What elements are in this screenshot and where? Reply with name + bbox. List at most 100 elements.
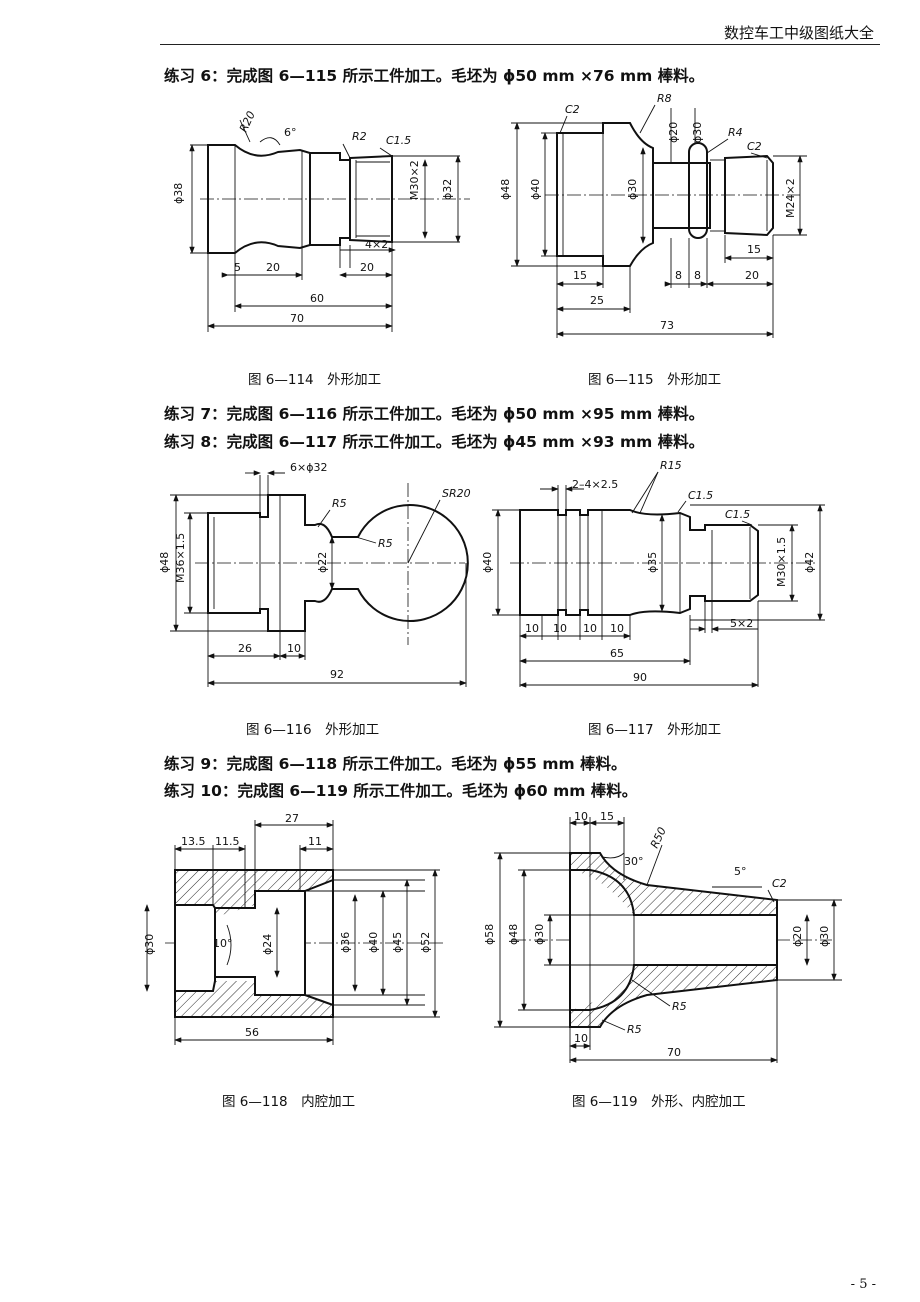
dim-m24: M24×2 bbox=[784, 178, 797, 218]
dim-15a: 15 bbox=[573, 269, 587, 282]
figure-6-117: ϕ40 ϕ35 M30×1.5 ϕ42 2–4×2.5 R15 C1.5 C1.… bbox=[480, 455, 830, 700]
dim-70: 70 bbox=[290, 312, 304, 325]
label-c2b: C2 bbox=[747, 140, 762, 153]
dim-20: 20 bbox=[745, 269, 759, 282]
label-r8: R8 bbox=[657, 92, 672, 105]
dim-d42: ϕ42 bbox=[803, 552, 816, 573]
caption-6-114: 图 6—114 外形加工 bbox=[248, 372, 382, 388]
dim-56: 56 bbox=[245, 1026, 259, 1039]
dim-m36: M36×1.5 bbox=[174, 533, 187, 583]
exercise-10: 练习 10：完成图 6—119 所示工件加工。毛坯为 ϕ60 mm 棒料。 bbox=[164, 782, 638, 800]
dim-d30a: ϕ30 bbox=[533, 924, 546, 945]
dim-d45: ϕ45 bbox=[391, 932, 404, 953]
label-c2: C2 bbox=[772, 877, 787, 890]
dim-20a: 20 bbox=[266, 261, 280, 274]
dim-13-5: 13.5 bbox=[181, 835, 206, 848]
header-rule bbox=[160, 44, 880, 45]
dim-d52: ϕ52 bbox=[419, 932, 432, 953]
label-c2a: C2 bbox=[565, 103, 580, 116]
dim-m30: M30×2 bbox=[408, 160, 421, 200]
label-groove: 2–4×2.5 bbox=[572, 478, 618, 491]
dim-27: 27 bbox=[285, 812, 299, 825]
label-r5a: R5 bbox=[672, 1000, 687, 1013]
dim-70: 70 bbox=[667, 1046, 681, 1059]
dim-10c: 10 bbox=[583, 622, 597, 635]
dim-d48: ϕ48 bbox=[158, 552, 171, 573]
dim-d20: ϕ20 bbox=[791, 926, 804, 947]
header-title: 数控车工中级图纸大全 bbox=[723, 24, 874, 42]
exercise-9: 练习 9：完成图 6—118 所示工件加工。毛坯为 ϕ55 mm 棒料。 bbox=[164, 755, 627, 773]
label-r4: R4 bbox=[728, 126, 743, 139]
dim-d22: ϕ22 bbox=[316, 552, 329, 573]
label-r20: R20 bbox=[237, 109, 258, 134]
dim-90: 90 bbox=[633, 671, 647, 684]
exercise-6: 练习 6：完成图 6—115 所示工件加工。毛坯为 ϕ50 mm ×76 mm … bbox=[164, 67, 705, 85]
figure-6-115: ϕ48 ϕ40 ϕ30 C2 R8 ϕ20 ϕ30 R4 C2 M24×2 15… bbox=[495, 88, 815, 348]
dim-8b: 8 bbox=[694, 269, 701, 282]
dim-10b: 10 bbox=[574, 1032, 588, 1045]
dim-11-5: 11.5 bbox=[215, 835, 240, 848]
figure-6-119: 10 15 R50 30° 5° C2 ϕ58 ϕ48 ϕ30 R5 R5 ϕ2… bbox=[482, 805, 847, 1075]
dim-15b: 15 bbox=[747, 243, 761, 256]
dim-60: 60 bbox=[310, 292, 324, 305]
label-r5b: R5 bbox=[627, 1023, 642, 1036]
dim-groove2: 5×2 bbox=[730, 617, 753, 630]
dim-8a: 8 bbox=[675, 269, 682, 282]
label-r50: R50 bbox=[648, 825, 669, 850]
caption-6-119: 图 6—119 外形、内腔加工 bbox=[572, 1094, 746, 1110]
dim-d24: ϕ24 bbox=[261, 934, 274, 955]
dim-10a: 10 bbox=[574, 810, 588, 823]
dim-10b: 10 bbox=[553, 622, 567, 635]
label-sr20: SR20 bbox=[442, 487, 471, 500]
dim-d40: ϕ40 bbox=[481, 552, 494, 573]
dim-25: 25 bbox=[590, 294, 604, 307]
exercise-8: 练习 8：完成图 6—117 所示工件加工。毛坯为 ϕ45 mm ×93 mm … bbox=[164, 433, 705, 451]
dim-73: 73 bbox=[660, 319, 674, 332]
dim-groove: 4×2 bbox=[365, 238, 388, 251]
dim-d20: ϕ20 bbox=[667, 122, 680, 143]
exercise-7: 练习 7：完成图 6—116 所示工件加工。毛坯为 ϕ50 mm ×95 mm … bbox=[164, 405, 705, 423]
dim-d48: ϕ48 bbox=[507, 924, 520, 945]
dim-20b: 20 bbox=[360, 261, 374, 274]
dim-15: 15 bbox=[600, 810, 614, 823]
dim-d40: ϕ40 bbox=[529, 179, 542, 200]
dim-m30: M30×1.5 bbox=[775, 537, 788, 587]
figure-6-116: ϕ48 M36×1.5 ϕ22 6×ϕ32 R5 SR20 R5 26 10 9… bbox=[150, 455, 480, 695]
dim-d48: ϕ48 bbox=[499, 179, 512, 200]
dim-d58: ϕ58 bbox=[483, 924, 496, 945]
label-6deg: 6° bbox=[284, 126, 297, 139]
label-c15a: C1.5 bbox=[688, 489, 713, 502]
dim-d32: ϕ32 bbox=[441, 179, 454, 200]
caption-6-117: 图 6—117 外形加工 bbox=[588, 722, 722, 738]
dim-d36: ϕ36 bbox=[339, 932, 352, 953]
dim-d35: ϕ35 bbox=[646, 552, 659, 573]
label-5deg: 5° bbox=[734, 865, 747, 878]
dim-26: 26 bbox=[238, 642, 252, 655]
dim-65: 65 bbox=[610, 647, 624, 660]
caption-6-118: 图 6—118 内腔加工 bbox=[222, 1094, 356, 1110]
dim-d30: ϕ30 bbox=[143, 934, 156, 955]
label-r5b: R5 bbox=[378, 537, 393, 550]
dim-d30a: ϕ30 bbox=[691, 122, 704, 143]
dim-10: 10 bbox=[287, 642, 301, 655]
dim-d30b: ϕ30 bbox=[626, 179, 639, 200]
figure-6-118: 13.5 11.5 27 11 ϕ30 10° ϕ24 ϕ36 ϕ40 ϕ45 … bbox=[135, 805, 455, 1055]
dim-11: 11 bbox=[308, 835, 322, 848]
label-r15: R15 bbox=[660, 459, 682, 472]
caption-6-115: 图 6—115 外形加工 bbox=[588, 372, 722, 388]
dim-d38: ϕ38 bbox=[172, 183, 185, 204]
label-c15b: C1.5 bbox=[725, 508, 750, 521]
figure-6-114: ϕ38 M30×2 ϕ32 R20 6° R2 C1.5 4×2 5 20 20… bbox=[160, 100, 480, 340]
dim-d40: ϕ40 bbox=[367, 932, 380, 953]
dim-d30b: ϕ30 bbox=[818, 926, 831, 947]
label-30deg: 30° bbox=[624, 855, 644, 868]
caption-6-116: 图 6—116 外形加工 bbox=[246, 722, 380, 738]
dim-10a: 10 bbox=[525, 622, 539, 635]
label-10deg: 10° bbox=[213, 937, 233, 950]
label-groove: 6×ϕ32 bbox=[290, 461, 327, 474]
label-r2: R2 bbox=[352, 130, 367, 143]
label-r5a: R5 bbox=[332, 497, 347, 510]
dim-92: 92 bbox=[330, 668, 344, 681]
page-number: - 5 - bbox=[850, 1277, 876, 1292]
dim-10d: 10 bbox=[610, 622, 624, 635]
